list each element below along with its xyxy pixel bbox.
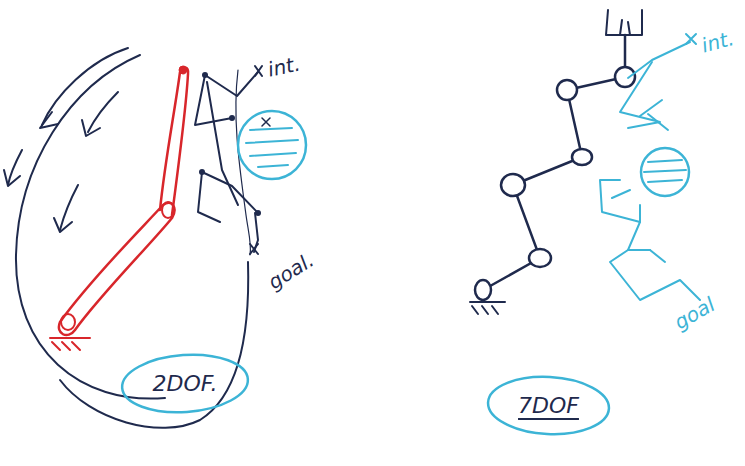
handwritten-note: int. xyxy=(266,52,303,82)
dof-label: 7DOF xyxy=(486,393,611,418)
dof-label: 2DOF. xyxy=(120,371,250,396)
handwritten-note: int. xyxy=(699,26,737,58)
ellipse-shape xyxy=(120,351,250,417)
handwritten-note: goal xyxy=(670,292,719,334)
handwritten-note: goal. xyxy=(264,248,318,294)
ellipse-shape xyxy=(487,374,611,437)
dof-ellipse: 7DOF xyxy=(486,375,611,436)
dof-ellipse: 2DOF. xyxy=(120,353,250,414)
